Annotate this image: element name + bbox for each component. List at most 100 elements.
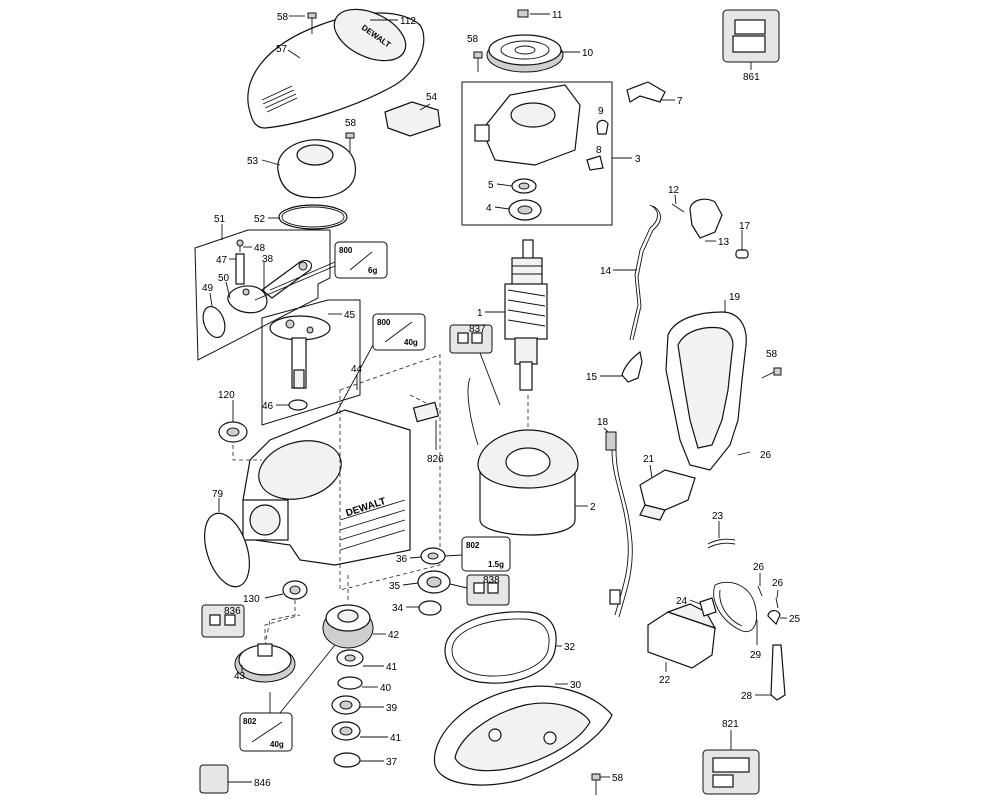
- part-strain-relief-28: [770, 644, 786, 701]
- box-group-3: [461, 81, 613, 226]
- label-49: 49: [202, 283, 214, 307]
- part-seal-120: [218, 421, 248, 443]
- part-screw-26-right: [775, 597, 779, 609]
- svg-text:54: 54: [426, 92, 438, 103]
- label-14: 14: [600, 266, 637, 277]
- part-oring-49: [202, 305, 226, 339]
- dash-130: [264, 600, 296, 646]
- svg-text:52: 52: [254, 214, 266, 225]
- svg-text:861: 861: [743, 72, 760, 83]
- part-rod-14: [629, 204, 661, 341]
- callout-code: 802: [466, 541, 480, 550]
- callout-amount: 40g: [270, 740, 284, 749]
- label-2: 2: [575, 502, 596, 513]
- part-gasket-32: [444, 611, 557, 684]
- svg-text:14: 14: [600, 266, 612, 277]
- part-bearing-5: [511, 178, 537, 194]
- svg-text:49: 49: [202, 283, 214, 294]
- part-screw-58-center: [473, 51, 483, 72]
- callout-846: [199, 764, 229, 794]
- callout-code: 802: [243, 717, 257, 726]
- svg-text:130: 130: [243, 594, 260, 605]
- svg-text:23: 23: [712, 511, 724, 522]
- cover-vents: [261, 85, 298, 113]
- part-bracket-54: [384, 101, 441, 137]
- label-58d: 58: [766, 349, 778, 360]
- part-label-826: [412, 401, 440, 423]
- label-7: 7: [660, 96, 683, 107]
- svg-text:51: 51: [214, 214, 226, 225]
- callout-amount: 40g: [404, 338, 418, 347]
- svg-text:50: 50: [218, 273, 230, 284]
- callout-amount: 1.5g: [488, 560, 504, 569]
- part-oring-52: [278, 204, 348, 230]
- part-screw-26-top: [737, 451, 751, 456]
- part-gear-43: [234, 643, 296, 683]
- svg-text:836: 836: [224, 606, 241, 617]
- svg-text:36: 36: [396, 554, 408, 565]
- label-25: 25: [780, 614, 801, 625]
- label-12: 12: [668, 185, 680, 205]
- svg-text:58: 58: [277, 12, 289, 23]
- part-bearing-41-lower: [331, 721, 361, 741]
- label-120: 120: [218, 390, 235, 422]
- label-838: 838: [483, 575, 500, 586]
- dash-leader-826: [409, 394, 441, 411]
- label-39: 39: [360, 703, 398, 714]
- part-seal-39: [331, 695, 361, 715]
- svg-text:26: 26: [760, 450, 772, 461]
- label-40: 40: [362, 683, 392, 694]
- svg-text:12: 12: [668, 185, 680, 196]
- label-30: 30: [555, 680, 582, 691]
- label-57: 57: [276, 44, 301, 59]
- label-41a: 41: [363, 662, 398, 673]
- svg-text:53: 53: [247, 156, 259, 167]
- label-34: 34: [392, 603, 419, 614]
- part-wires-29: [713, 581, 757, 632]
- callout-amount: 6g: [368, 266, 377, 275]
- part-bearing-35: [417, 570, 451, 594]
- callout-grease-800-40g: 800 40g: [299, 313, 426, 481]
- svg-text:39: 39: [386, 703, 398, 714]
- part-circlip-34: [418, 600, 442, 616]
- part-clip-9: [596, 119, 609, 135]
- part-screw-58-bottom: [591, 773, 601, 795]
- label-9: 9: [598, 106, 604, 117]
- part-nut-11: [517, 9, 529, 18]
- part-cover-57: DEWALT: [247, 8, 425, 129]
- label-11: 11: [530, 10, 563, 21]
- svg-text:21: 21: [643, 454, 655, 465]
- callout-836: [201, 604, 245, 638]
- label-13: 13: [705, 237, 730, 248]
- part-cable-18: [605, 431, 633, 618]
- part-cap-17: [735, 249, 749, 259]
- label-112: 112: [370, 16, 416, 27]
- callout-grease-802-15g: 802 1.5g: [444, 536, 511, 572]
- label-1: 1: [477, 308, 505, 319]
- svg-text:9: 9: [598, 106, 604, 117]
- svg-text:57: 57: [276, 44, 288, 55]
- svg-text:37: 37: [386, 757, 398, 768]
- svg-text:837: 837: [469, 324, 486, 335]
- label-17: 17: [739, 221, 751, 250]
- label-26c: 26: [772, 578, 784, 599]
- part-shield-7: [626, 81, 666, 103]
- svg-text:40: 40: [380, 683, 392, 694]
- label-32: 32: [555, 642, 576, 653]
- label-23: 23: [712, 511, 724, 538]
- label-38: 38: [262, 254, 274, 292]
- svg-text:112: 112: [400, 16, 416, 27]
- label-836: 836: [224, 606, 241, 617]
- svg-text:2: 2: [590, 502, 596, 513]
- svg-text:58: 58: [345, 118, 357, 129]
- label-21: 21: [643, 454, 655, 479]
- label-826: 826: [427, 420, 444, 465]
- svg-text:15: 15: [586, 372, 598, 383]
- label-58a: 58: [277, 12, 305, 23]
- box-group-51: [194, 229, 331, 361]
- callout-grease-800-6g: 800 6g: [254, 241, 388, 301]
- label-28: 28: [741, 691, 771, 702]
- part-ring-46: [288, 399, 308, 411]
- part-housing-44: DEWALT: [242, 409, 411, 566]
- part-cap-53: [277, 139, 356, 199]
